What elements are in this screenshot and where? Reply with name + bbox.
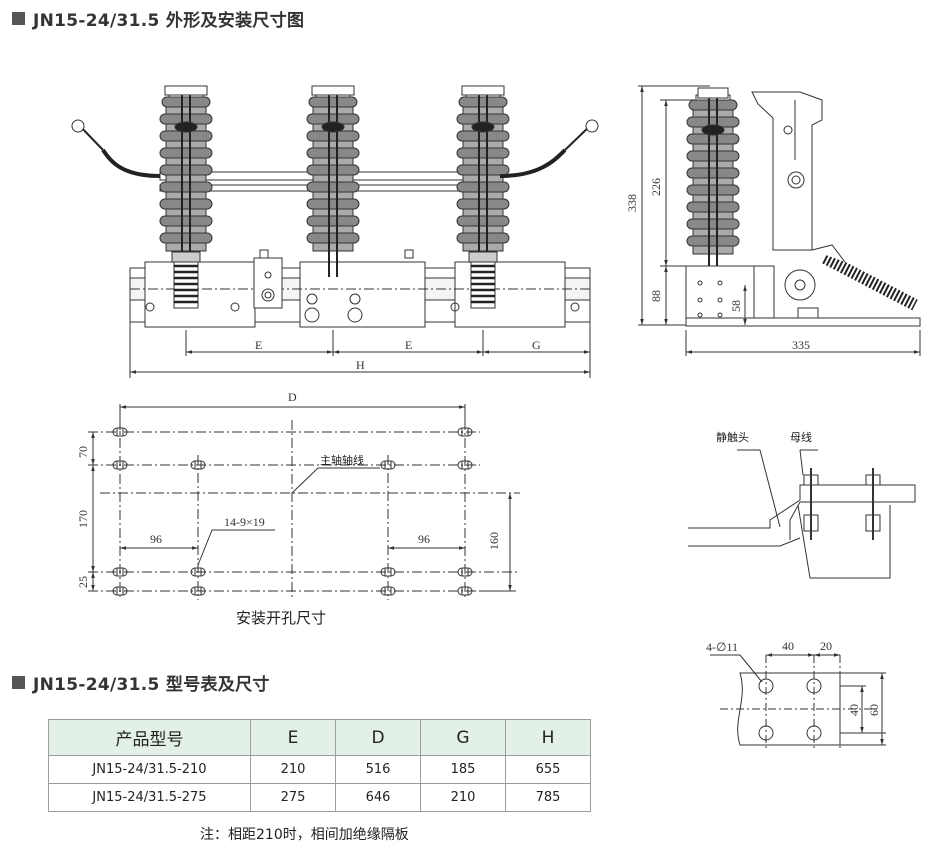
dim-88: 88 xyxy=(649,290,663,302)
drawing-title-text: JN15-24/31.5 外形及安装尺寸图 xyxy=(33,11,305,31)
header-D: D xyxy=(335,719,421,756)
table-title: JN15-24/31.5 型号表及尺寸 xyxy=(12,670,270,695)
hole-spec-label: 14-9×19 xyxy=(224,515,265,529)
cell-E: 275 xyxy=(250,783,336,812)
dim-H: H xyxy=(356,358,365,372)
dim-60: 60 xyxy=(867,704,881,716)
dim-E-2: E xyxy=(405,338,412,352)
cell-G: 185 xyxy=(420,755,506,784)
dim-160: 160 xyxy=(487,532,501,550)
header-H: H xyxy=(505,719,591,756)
hole-dia-label: 4-∅11 xyxy=(706,640,738,654)
dim-70: 70 xyxy=(76,446,90,458)
dim-40-right: 40 xyxy=(847,704,861,716)
table-note: 注：相距210时，相间加绝缘隔板 xyxy=(200,827,409,843)
table-row: JN15-24/31.5-275 275 646 210 785 xyxy=(48,783,591,812)
cell-D: 646 xyxy=(335,783,421,812)
header-E: E xyxy=(250,719,336,756)
cell-D: 516 xyxy=(335,755,421,784)
dim-20: 20 xyxy=(820,639,832,653)
mounting-caption: 安装开孔尺寸 xyxy=(236,609,327,627)
dim-170: 170 xyxy=(76,510,90,528)
drawing-title: JN15-24/31.5 外形及安装尺寸图 xyxy=(12,6,304,31)
dim-D: D xyxy=(288,390,297,404)
table-header-row: 产品型号 E D G H xyxy=(48,719,591,756)
mounting-holes xyxy=(88,404,520,600)
table-row: JN15-24/31.5-210 210 516 185 655 xyxy=(48,755,591,784)
cell-G: 210 xyxy=(420,783,506,812)
hole-detail xyxy=(710,653,886,750)
front-view xyxy=(71,85,599,378)
dim-40-top: 40 xyxy=(782,639,794,653)
busbar-detail xyxy=(688,449,916,579)
cell-E: 210 xyxy=(250,755,336,784)
cell-H: 785 xyxy=(505,783,591,812)
cell-model: JN15-24/31.5-275 xyxy=(48,783,251,812)
header-model: 产品型号 xyxy=(48,719,251,756)
dim-96-right: 96 xyxy=(418,532,430,546)
header-G: G xyxy=(420,719,506,756)
static-contact-label: 静触头 xyxy=(716,430,749,444)
dim-25: 25 xyxy=(76,576,90,588)
dim-338: 338 xyxy=(625,194,639,212)
dim-226: 226 xyxy=(649,178,663,196)
table-title-text: JN15-24/31.5 型号表及尺寸 xyxy=(33,675,270,695)
dim-335: 335 xyxy=(792,338,810,352)
square-bullet-icon xyxy=(12,12,25,25)
busbar-label: 母线 xyxy=(790,430,812,444)
side-view xyxy=(638,85,921,356)
square-bullet-icon xyxy=(12,676,25,689)
cell-H: 655 xyxy=(505,755,591,784)
axis-label: 主轴轴线 xyxy=(320,453,364,467)
dim-58: 58 xyxy=(729,300,743,312)
dim-G: G xyxy=(532,338,541,352)
dim-E-1: E xyxy=(255,338,262,352)
cell-model: JN15-24/31.5-210 xyxy=(48,755,251,784)
model-size-table: 产品型号 E D G H JN15-24/31.5-210 210 516 18… xyxy=(48,719,591,812)
dim-96-left: 96 xyxy=(150,532,162,546)
